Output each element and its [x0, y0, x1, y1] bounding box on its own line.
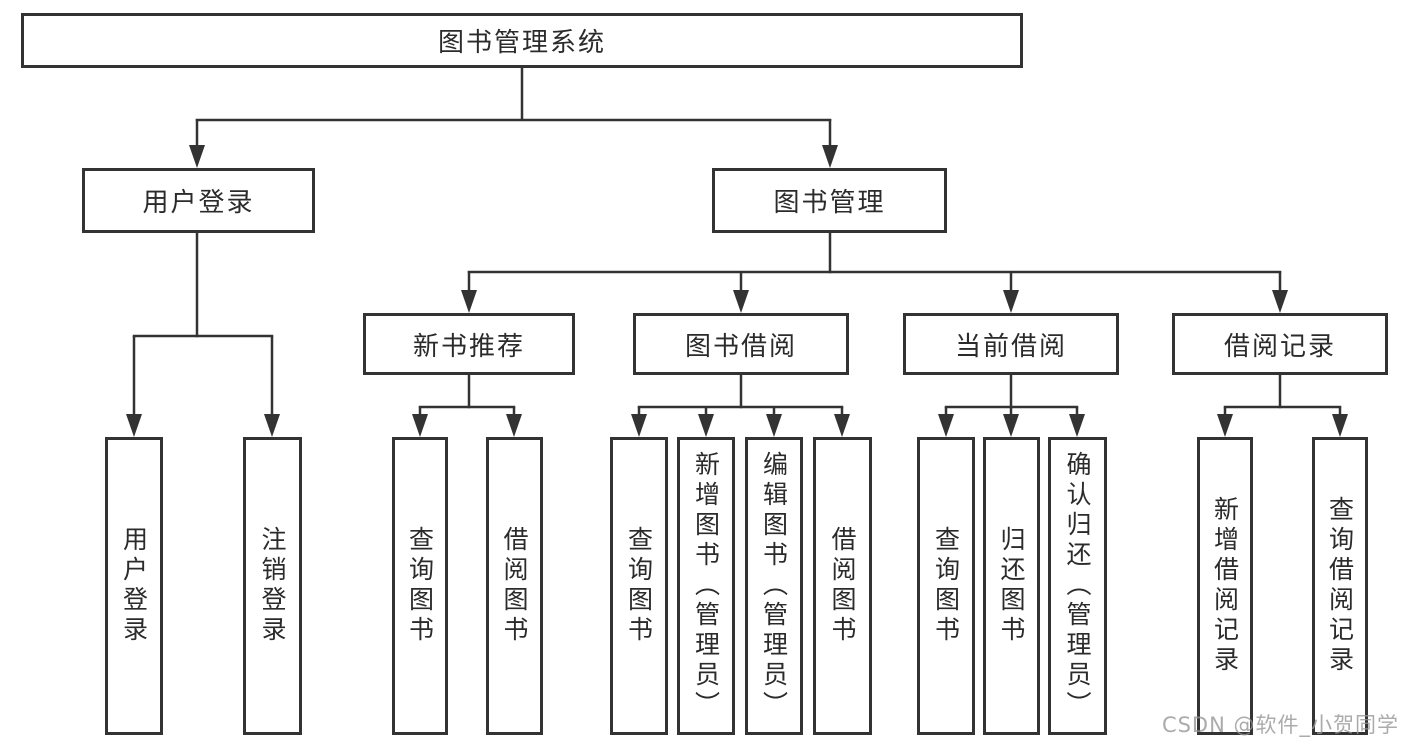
node-label: 用户登录 — [142, 188, 255, 218]
leaf-query-books-borrow: 查询图书 — [610, 437, 668, 735]
leaf-borrow-books-recommend: 借阅图书 — [486, 437, 543, 735]
leaf-user-login: 用户登录 — [105, 437, 163, 735]
leaf-logout: 注销登录 — [243, 437, 302, 735]
node-label: 图书借阅 — [684, 331, 797, 362]
node-label: 新书推荐 — [412, 331, 525, 362]
leaf-add-borrow-record: 新增借阅记录 — [1197, 437, 1253, 735]
node-book-management: 图书管理 — [712, 168, 947, 233]
leaf-confirm-return-admin: 确认归还（管理员） — [1048, 437, 1107, 735]
node-current-borrow: 当前借阅 — [903, 313, 1119, 375]
node-label: 图书管理系统 — [437, 28, 606, 58]
leaf-add-books-admin: 新增图书（管理员） — [677, 437, 735, 735]
node-borrow-records: 借阅记录 — [1172, 313, 1388, 375]
leaf-query-books-current: 查询图书 — [917, 437, 975, 735]
node-user-login: 用户登录 — [82, 168, 315, 233]
node-book-borrow: 图书借阅 — [633, 313, 849, 375]
node-label: 借阅记录 — [1223, 331, 1336, 362]
csdn-watermark: CSDN @软件_小贺同学 — [1161, 713, 1399, 737]
leaf-return-books: 归还图书 — [983, 437, 1040, 735]
node-label: 图书管理 — [773, 188, 886, 218]
leaf-borrow-books: 借阅图书 — [813, 437, 872, 735]
node-root-library-management-system: 图书管理系统 — [21, 13, 1023, 68]
leaf-edit-books-admin: 编辑图书（管理员） — [745, 437, 803, 735]
leaf-query-borrow-record: 查询借阅记录 — [1312, 437, 1368, 735]
leaf-query-books-recommend: 查询图书 — [392, 437, 448, 735]
node-new-book-recommend: 新书推荐 — [363, 313, 575, 375]
node-label: 当前借阅 — [954, 331, 1067, 362]
